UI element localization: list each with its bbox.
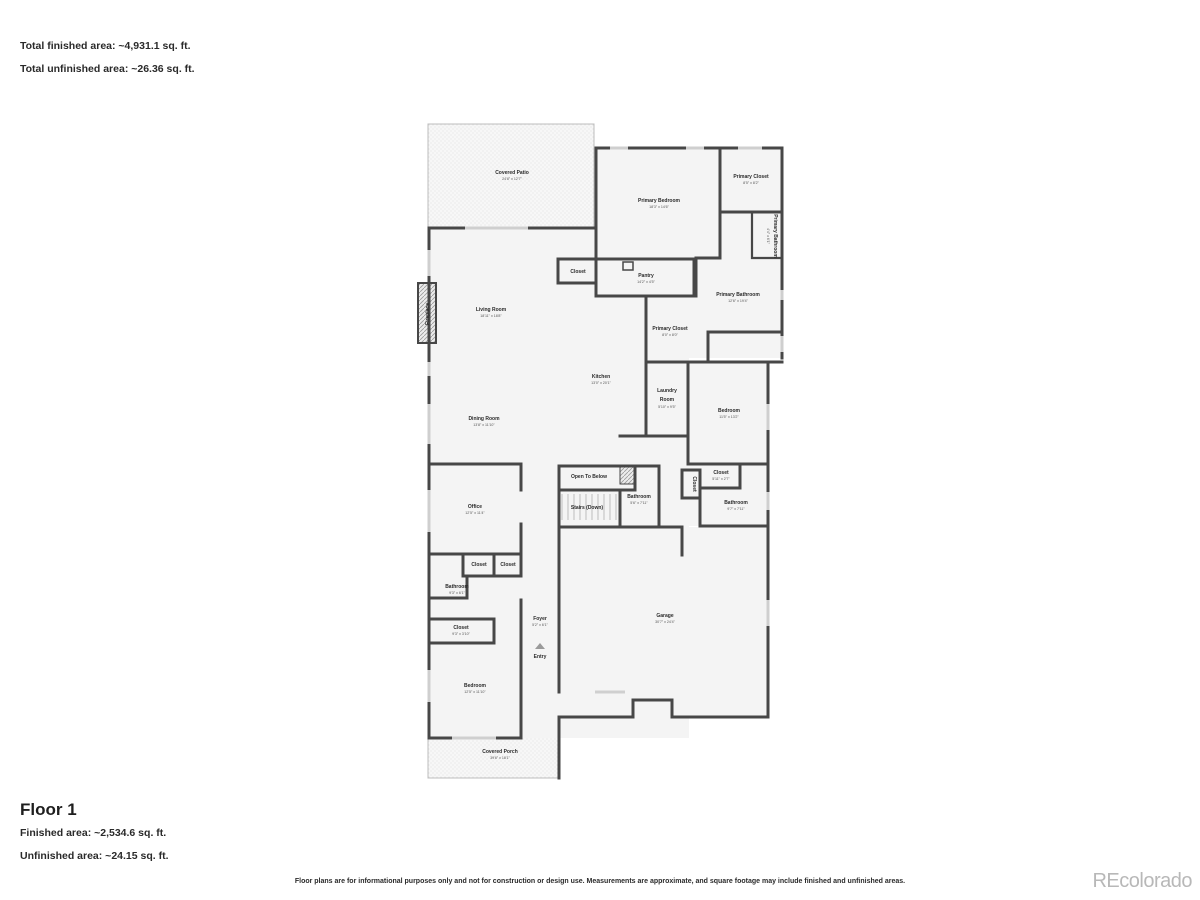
dims-bedroom-right: 11'5" x 13'2" [719, 415, 739, 419]
label-primary-bathroom-small: Primary Bathroom [772, 214, 778, 258]
dims-garage: 30'7" x 24'4" [655, 620, 675, 624]
label-laundry-line2: Room [660, 397, 675, 403]
floor-title: Floor 1 [20, 800, 77, 819]
dims-primary-bedroom: 18'3" x 14'6" [649, 205, 669, 209]
label-bathroom-left: Bathroom [445, 584, 469, 590]
label-closet-vertical: Closet [691, 476, 697, 492]
label-closet-left: Closet [453, 625, 469, 631]
label-foyer: Foyer [533, 616, 547, 622]
stairs-treads [561, 494, 617, 520]
label-bedroom-right: Bedroom [718, 408, 741, 414]
label-stairs: Stairs (Down) [571, 505, 604, 511]
dims-primary-closet-2: 8'0" x 8'0" [662, 333, 678, 337]
label-primary-bathroom: Primary Bathroom [716, 292, 760, 298]
dims-laundry: 5'10" x 9'5" [658, 405, 676, 409]
label-fireplace: Fireplace [425, 303, 431, 325]
label-primary-bedroom: Primary Bedroom [638, 198, 681, 204]
label-covered-porch: Covered Porch [482, 749, 518, 755]
label-laundry-line1: Laundry [657, 388, 677, 394]
label-closet-kitchen: Closet [570, 269, 586, 275]
dims-primary-bathroom: 12'6" x 19'4" [728, 299, 748, 303]
dims-closet-left: 9'3" x 3'10" [452, 632, 470, 636]
total-unfinished-area: Total unfinished area: ~26.36 sq. ft. [20, 63, 195, 75]
dims-office: 12'5" x 11'4" [465, 511, 485, 515]
dims-foyer: 5'2" x 6'1" [532, 623, 548, 627]
total-finished-area: Total finished area: ~4,931.1 sq. ft. [20, 40, 191, 52]
floor-finished-area: Finished area: ~2,534.6 sq. ft. [20, 827, 167, 839]
label-bedroom-left: Bedroom [464, 683, 487, 689]
dims-covered-porch: 39'6" x 18'1" [490, 756, 510, 760]
label-closet-b: Closet [500, 562, 516, 568]
fireplace-block [417, 282, 437, 344]
label-primary-closet-1: Primary Closet [733, 174, 769, 180]
dims-primary-closet-1: 8'5" x 8'2" [743, 181, 759, 185]
label-dining-room: Dining Room [468, 416, 500, 422]
dims-dining-room: 13'8" x 11'10" [473, 423, 495, 427]
disclaimer-text: Floor plans are for informational purpos… [294, 878, 906, 885]
room-labels: Covered Patio 24'8" x 12'7" Primary Bedr… [425, 170, 778, 760]
brand-logo: REcolorado [1092, 870, 1192, 892]
label-covered-patio: Covered Patio [495, 170, 529, 176]
label-bathroom-right: Bathroom [724, 500, 748, 506]
stair-hatch [619, 465, 635, 485]
dims-bathroom-left: 9'3" x 6'1" [449, 591, 465, 595]
label-primary-closet-2: Primary Closet [652, 326, 688, 332]
label-open-to-below: Open To Below [571, 474, 607, 480]
dims-bathroom-center: 5'6" x 7'11" [630, 501, 648, 505]
label-closet-a: Closet [471, 562, 487, 568]
label-closet-right: Closet [713, 470, 729, 476]
dims-kitchen: 13'0" x 20'1" [591, 381, 611, 385]
label-pantry: Pantry [638, 273, 654, 279]
dims-pantry: 14'2" x 4'5" [637, 280, 655, 284]
dims-living-room: 18'11" x 18'8" [480, 314, 502, 318]
label-entry: Entry [534, 654, 547, 660]
floor-unfinished-area: Unfinished area: ~24.15 sq. ft. [20, 850, 169, 862]
entry-arrow [535, 643, 545, 649]
label-garage: Garage [656, 613, 673, 619]
label-living-room: Living Room [476, 307, 507, 313]
interior-floor [429, 148, 782, 738]
dims-bathroom-right: 9'7" x 7'11" [727, 507, 745, 511]
label-kitchen: Kitchen [592, 374, 610, 380]
dims-primary-bathroom-small: 4'4" x 6'1" [766, 228, 770, 244]
label-bathroom-center: Bathroom [627, 494, 651, 500]
windows [427, 146, 784, 740]
covered-patio-area [427, 123, 595, 229]
dims-covered-patio: 24'8" x 12'7" [502, 177, 522, 181]
dims-bedroom-left: 12'5" x 11'10" [464, 690, 486, 694]
label-office: Office [468, 504, 482, 510]
dims-closet-right: 5'11" x 2'7" [712, 477, 730, 481]
